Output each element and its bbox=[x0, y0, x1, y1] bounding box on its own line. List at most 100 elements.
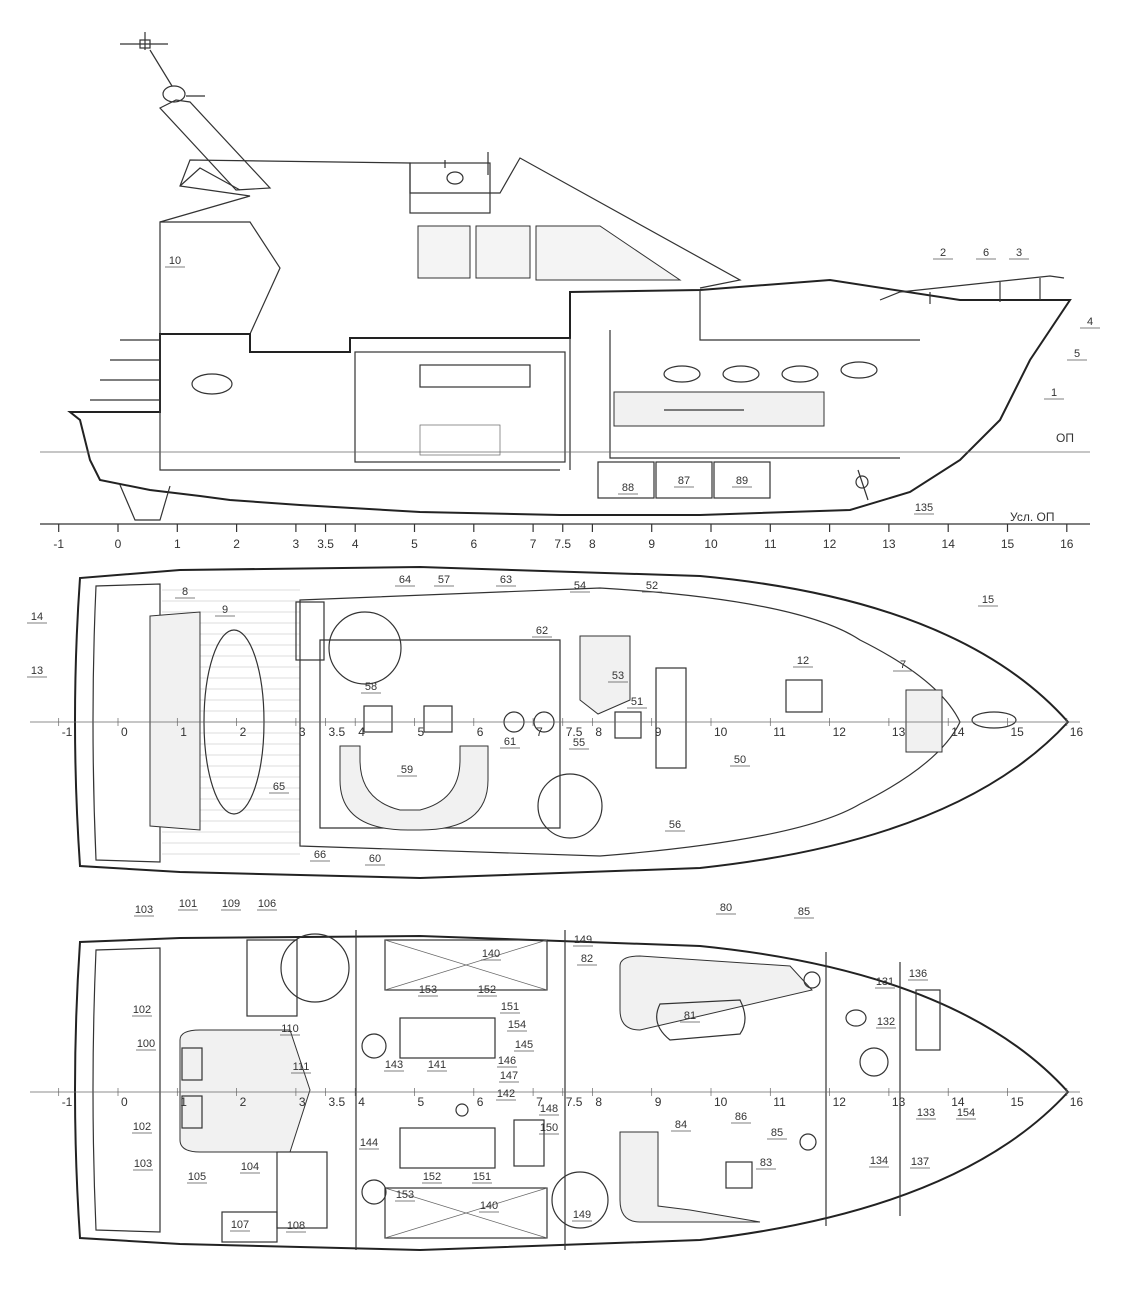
callout-c-152b: 152 bbox=[423, 1171, 441, 1183]
aft-cabin-bed bbox=[179, 1029, 311, 1153]
callout-c-143: 143 bbox=[385, 1059, 403, 1071]
baseline-label: Усл. ОП bbox=[1010, 510, 1054, 524]
shower-aft bbox=[276, 1151, 328, 1229]
plan-tick-label: 2 bbox=[240, 1095, 247, 1109]
callout-c-102a: 102 bbox=[133, 1004, 151, 1016]
plan-tick-label: 8 bbox=[595, 725, 602, 739]
frame-tick-label: 13 bbox=[882, 537, 896, 551]
callout-c-7: 7 bbox=[900, 659, 906, 671]
tank-89 bbox=[713, 461, 771, 499]
frame-tick-label: 8 bbox=[589, 537, 596, 551]
anchor-windlass bbox=[971, 711, 1017, 729]
callout-c-65: 65 bbox=[273, 781, 285, 793]
plan-tick-label: -1 bbox=[62, 1095, 73, 1109]
deck-outline bbox=[74, 565, 1070, 880]
aft-platform bbox=[92, 583, 161, 863]
callout-c-52: 52 bbox=[646, 580, 658, 592]
callout-c-1: 1 bbox=[1051, 387, 1057, 399]
plan-tick-label: 16 bbox=[1070, 1095, 1084, 1109]
bow-sunpad bbox=[905, 689, 943, 753]
callout-c-53: 53 bbox=[612, 670, 624, 682]
callout-c-153a: 153 bbox=[419, 984, 437, 996]
callout-c-148: 148 bbox=[540, 1103, 558, 1115]
frame-tick-label: 12 bbox=[823, 537, 837, 551]
tank-88 bbox=[597, 461, 655, 499]
fuel-tank-140a bbox=[384, 939, 548, 991]
plan-tick-label: 13 bbox=[892, 1095, 906, 1109]
frame-tick-label: 7.5 bbox=[554, 537, 571, 551]
plan-tick-label: 3.5 bbox=[329, 725, 346, 739]
portholes bbox=[191, 361, 878, 395]
callout-c-12: 12 bbox=[797, 655, 809, 667]
lower-aft-platform bbox=[92, 947, 161, 1233]
plan-tick-label: 15 bbox=[1011, 725, 1025, 739]
plan-tick-label: 7 bbox=[536, 725, 543, 739]
callout-c-131: 131 bbox=[876, 976, 894, 988]
plan-tick-label: 9 bbox=[655, 725, 662, 739]
hull-outline bbox=[67, 278, 1072, 516]
frame-tick-label: 0 bbox=[115, 537, 122, 551]
callout-c-15: 15 bbox=[982, 594, 994, 606]
callout-c-85b: 85 bbox=[771, 1127, 783, 1139]
engine-port bbox=[399, 1127, 496, 1169]
plan-tick-label: 5 bbox=[418, 725, 425, 739]
callout-c-150: 150 bbox=[540, 1122, 558, 1134]
callout-c-107: 107 bbox=[231, 1219, 249, 1231]
plan-tick-label: 0 bbox=[121, 725, 128, 739]
lower-settee-starboard bbox=[619, 955, 813, 1031]
plan-tick-label: 0 bbox=[121, 1095, 128, 1109]
callout-c-4: 4 bbox=[1087, 316, 1093, 328]
callout-c-64: 64 bbox=[399, 574, 411, 586]
callout-c-151a: 151 bbox=[501, 1001, 519, 1013]
forward-settee bbox=[613, 391, 825, 427]
plan-tick-label: 6 bbox=[477, 725, 484, 739]
callout-c-153b: 153 bbox=[396, 1189, 414, 1201]
callout-c-5: 5 bbox=[1074, 348, 1080, 360]
callout-c-146: 146 bbox=[498, 1055, 516, 1067]
callout-c-51: 51 bbox=[631, 696, 643, 708]
callout-c-59: 59 bbox=[401, 764, 413, 776]
callout-c-84: 84 bbox=[675, 1119, 687, 1131]
plan-tick-label: 11 bbox=[773, 725, 786, 739]
callout-c-66: 66 bbox=[314, 849, 326, 861]
callout-c-147: 147 bbox=[500, 1070, 518, 1082]
callout-c-81: 81 bbox=[684, 1010, 696, 1022]
callout-c-6: 6 bbox=[983, 247, 989, 259]
plan-tick-label: 1 bbox=[180, 725, 187, 739]
callout-c-2: 2 bbox=[940, 247, 946, 259]
callout-c-136: 136 bbox=[909, 968, 927, 980]
callout-c-86: 86 bbox=[735, 1111, 747, 1123]
callout-c-8: 8 bbox=[182, 586, 188, 598]
callout-c-54: 54 bbox=[574, 580, 586, 592]
plan-tick-label: 11 bbox=[773, 1095, 786, 1109]
callout-c-106: 106 bbox=[258, 898, 276, 910]
chair-58b bbox=[423, 705, 453, 733]
callout-c-103b: 103 bbox=[134, 1158, 152, 1170]
aft-spiral-stair-lower bbox=[280, 933, 350, 1003]
helm-seat bbox=[579, 635, 631, 715]
callout-c-60: 60 bbox=[369, 853, 381, 865]
generator bbox=[513, 1119, 545, 1167]
plan-tick-label: 4 bbox=[358, 1095, 365, 1109]
plan-tick-label: 14 bbox=[951, 725, 965, 739]
chair-58a bbox=[363, 705, 393, 733]
callout-c-140b: 140 bbox=[480, 1200, 498, 1212]
plan-tick-label: 12 bbox=[833, 1095, 847, 1109]
callout-c-108: 108 bbox=[287, 1220, 305, 1232]
frame-tick-label: 6 bbox=[470, 537, 477, 551]
plan-tick-label: 6 bbox=[477, 1095, 484, 1109]
callout-c-145: 145 bbox=[515, 1039, 533, 1051]
callout-c-56: 56 bbox=[669, 819, 681, 831]
callout-c-142: 142 bbox=[497, 1088, 515, 1100]
fuel-tank-140b bbox=[384, 1187, 548, 1239]
aft-cockpit-roof bbox=[159, 221, 281, 335]
frame-tick-label: 3.5 bbox=[317, 537, 334, 551]
callout-c-101: 101 bbox=[179, 898, 197, 910]
